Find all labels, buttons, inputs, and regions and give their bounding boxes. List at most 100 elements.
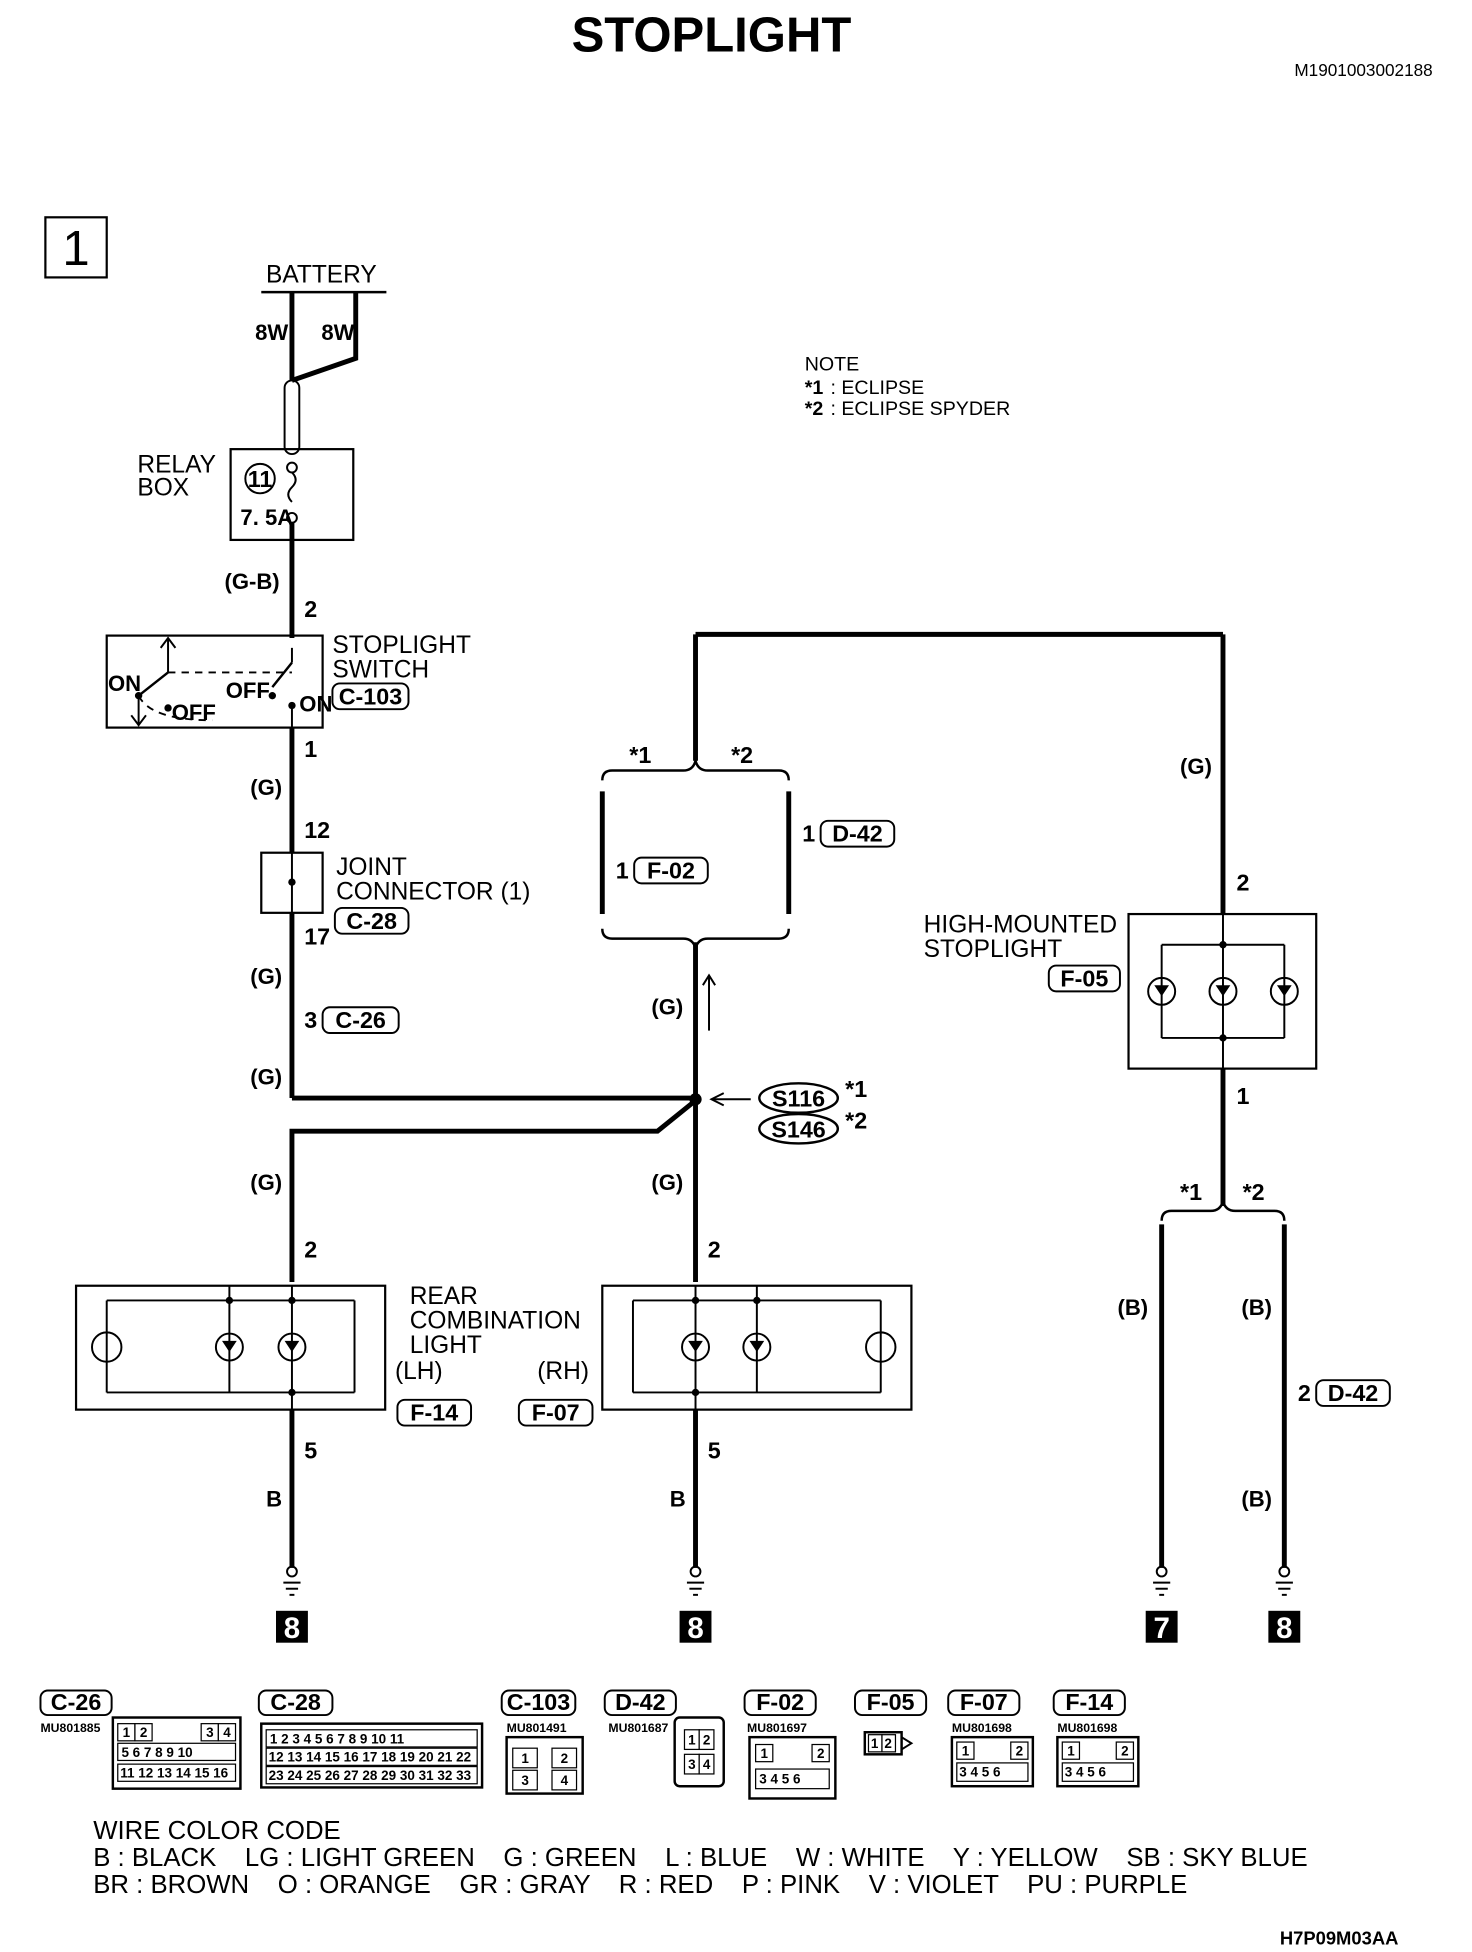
high-mount-connector: F-05: [1060, 965, 1108, 991]
legend-c26-part: MU801885: [40, 1721, 100, 1735]
legend-f07-part: MU801698: [952, 1721, 1012, 1735]
branch-bottom-mark-1: *1: [1180, 1179, 1202, 1205]
svg-text:4: 4: [703, 1757, 711, 1772]
svg-text:3 4 5 6: 3 4 5 6: [959, 1764, 1001, 1779]
d42-pin-2: 2: [1298, 1380, 1311, 1406]
wire-color-heading: WIRE COLOR CODE: [93, 1817, 341, 1845]
high-mount-pin-in: 2: [1236, 870, 1249, 896]
splice-mark-2: *2: [845, 1108, 867, 1134]
rear-combination-light-rh: [601, 1284, 913, 1411]
wire-label-g-5: (G): [1180, 754, 1212, 779]
branch-bottom-mark-2: *2: [1243, 1179, 1265, 1205]
ground-number-1: 8: [284, 1612, 300, 1645]
rear-combo-label-2: COMBINATION: [410, 1308, 581, 1335]
lh-pin-out: 5: [304, 1438, 317, 1464]
bulb-icon: [91, 1331, 123, 1363]
wire-label-b-lh: B: [266, 1487, 282, 1512]
svg-text:3: 3: [688, 1757, 696, 1772]
led-icon: [1208, 976, 1238, 1006]
stoplight-switch: ON OFF OFF ON STOPLIGHT SWITCH C-103: [105, 632, 471, 729]
svg-text:1: 1: [962, 1744, 970, 1759]
rear-combo-lh: (LH): [395, 1358, 443, 1385]
joint-label-1: JOINT: [336, 854, 407, 881]
d42-connector-2: D-42: [1328, 1380, 1379, 1406]
f02-pin: 1: [616, 857, 629, 883]
svg-text:4: 4: [223, 1725, 231, 1740]
branch-bottom: *1 *2 (B) (B) 2 D-42 (B): [1117, 1179, 1391, 1568]
wire-color-row-1: B : BLACK LG : LIGHT GREEN G : GREEN L :…: [93, 1844, 1307, 1872]
note-block: NOTE *1 : ECLIPSE *2 : ECLIPSE SPYDER: [805, 354, 1011, 420]
ground-number-2: 8: [687, 1612, 703, 1645]
f14-connector: F-14: [410, 1400, 458, 1426]
rh-pin-in: 2: [708, 1237, 721, 1263]
page-title: STOPLIGHT: [572, 9, 852, 63]
rear-combination-light-lh: [74, 1284, 387, 1411]
battery-label: BATTERY: [266, 261, 377, 288]
wire-label-b-rh: B: [670, 1487, 686, 1512]
high-mount-label-1: HIGH-MOUNTED: [924, 911, 1117, 938]
wire-color-row-2: BR : BROWN O : ORANGE GR : GRAY R : RED …: [93, 1871, 1187, 1899]
legend-d42: D-42: [615, 1689, 666, 1715]
svg-text:3 4 5 6: 3 4 5 6: [1065, 1764, 1107, 1779]
note-text-1: : ECLIPSE: [830, 377, 924, 399]
joint-connector: JOINT CONNECTOR (1) C-28: [260, 851, 530, 935]
legend-f07: F-07: [960, 1689, 1008, 1715]
splice-mark-1: *1: [845, 1076, 867, 1102]
joint-pin-out: 17: [304, 924, 330, 950]
figure-code: H7P09M03AA: [1280, 1927, 1399, 1948]
wire-label-b-3: (B): [1241, 1487, 1272, 1512]
joint-label-2: CONNECTOR (1): [336, 878, 530, 905]
wire-label-g-7: (G): [651, 1170, 683, 1195]
note-mark-1: *1: [805, 377, 824, 399]
high-mount-label-2: STOPLIGHT: [924, 936, 1063, 963]
wire-label-g-4: (G): [651, 995, 683, 1020]
document-code: M1901003002188: [1294, 60, 1432, 80]
svg-text:2: 2: [561, 1751, 569, 1766]
legend-f02: F-02: [756, 1689, 804, 1715]
svg-text:2: 2: [703, 1733, 711, 1748]
ground-symbols: 8 8 7 8: [276, 1565, 1301, 1645]
switch-pin-in: 2: [304, 596, 317, 622]
note-mark-2: *2: [805, 398, 824, 420]
svg-text:1: 1: [123, 1725, 131, 1740]
splice-s146: S146: [771, 1116, 825, 1142]
svg-text:2: 2: [884, 1736, 892, 1751]
high-mount-pin-out: 1: [1236, 1083, 1249, 1109]
fuse-rating: 7. 5A: [240, 505, 293, 530]
branch-top-mark-1: *1: [629, 742, 651, 768]
splice-labels: S116 *1 S146 *2: [709, 1076, 867, 1145]
branch-top: *1 *2 1 F-02 1 D-42: [599, 742, 896, 949]
svg-text:2: 2: [817, 1746, 825, 1761]
led-icon: [1269, 976, 1299, 1006]
svg-text:2: 2: [1016, 1744, 1024, 1759]
svg-text:3: 3: [521, 1773, 529, 1788]
svg-text:2: 2: [140, 1725, 147, 1740]
rh-pin-out: 5: [708, 1438, 721, 1464]
rear-combo-label-1: REAR: [410, 1283, 478, 1310]
svg-text:12 13 14 15 16 17 18 19 20 21: 12 13 14 15 16 17 18 19 20 21 22: [269, 1750, 471, 1765]
d42-pin-1: 1: [802, 821, 815, 847]
svg-text:3: 3: [206, 1725, 214, 1740]
legend-f14: F-14: [1065, 1689, 1113, 1715]
battery-wire-right-label: 8W: [321, 320, 354, 345]
switch-on-left: ON: [108, 671, 141, 696]
battery-wire-left-label: 8W: [255, 320, 288, 345]
rear-combination-labels: REAR COMBINATION LIGHT (LH) (RH) F-14 F-…: [395, 1283, 594, 1427]
relay-box-label-2: BOX: [137, 475, 189, 502]
wire-label-g-b: (G-B): [224, 569, 279, 594]
svg-text:5 6 7 8 9 10: 5 6 7 8 9 10: [121, 1745, 192, 1760]
svg-text:1: 1: [521, 1751, 529, 1766]
svg-text:1 2 3 4 5 6 7 8 9 10 11: 1 2 3 4 5 6 7 8 9 10 11: [270, 1731, 405, 1746]
switch-off-left: OFF: [172, 700, 216, 725]
svg-text:3 4 5 6: 3 4 5 6: [759, 1772, 801, 1787]
connector-legend: C-26 MU801885 1 2 3 4 5 6 7 8 9 10 11 12…: [39, 1689, 1140, 1800]
svg-text:1: 1: [688, 1733, 696, 1748]
legend-f05: F-05: [867, 1689, 915, 1715]
wire-label-g-3: (G): [250, 1065, 282, 1090]
svg-text:11 12 13 14 15 16: 11 12 13 14 15 16: [120, 1766, 228, 1781]
legend-f14-part: MU801698: [1057, 1721, 1117, 1735]
legend-c103: C-103: [507, 1689, 570, 1715]
f02-connector: F-02: [647, 857, 695, 883]
switch-off-right: OFF: [226, 678, 270, 703]
